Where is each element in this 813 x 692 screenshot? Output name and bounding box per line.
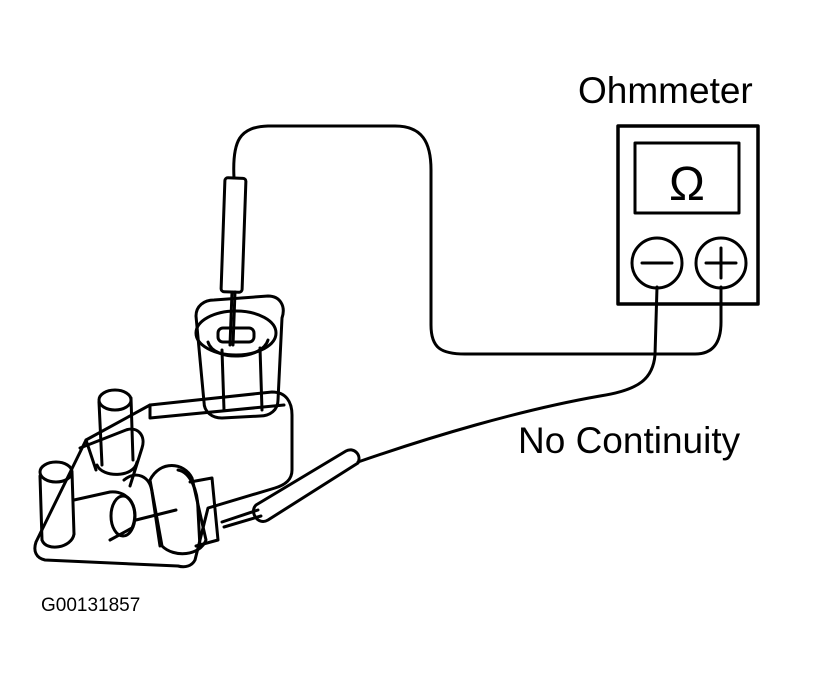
positive-terminal-icon (694, 236, 748, 290)
negative-test-lead-wire (356, 285, 659, 464)
ohmmeter-display (633, 141, 741, 215)
ohm-symbol: Ω (669, 158, 705, 211)
result-label: No Continuity (518, 420, 741, 461)
side-test-probe (220, 448, 361, 529)
vsv-solenoid-valve (33, 294, 294, 569)
figure-id: G00131857 (41, 595, 141, 616)
ohmmeter-label: Ohmmeter (578, 70, 753, 111)
positive-test-lead-wire (232, 124, 723, 356)
top-test-probe (219, 176, 248, 347)
negative-terminal-icon (630, 236, 684, 290)
ohmmeter-body (616, 124, 760, 306)
